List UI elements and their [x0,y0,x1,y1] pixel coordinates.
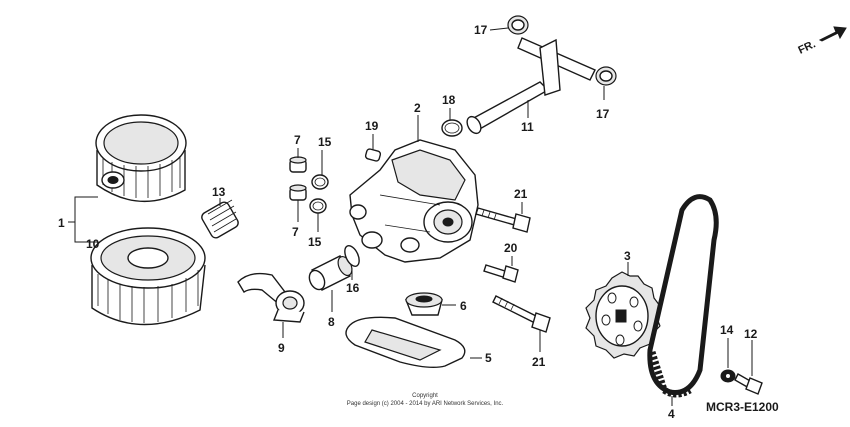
copyright-line-1: Copyright [412,393,438,399]
part-o-ring-15-upper[interactable] [311,174,329,190]
part-oil-pump-2[interactable] [349,139,479,263]
callout-19: 19 [365,119,379,133]
part-sprocket-3[interactable] [585,271,661,359]
part-o-ring-17-lower[interactable] [595,66,617,86]
front-arrow-icon [818,26,847,42]
diagram-code: MCR3-E1200 [706,400,779,414]
callout-12: 12 [744,327,758,341]
part-bolt-21-upper[interactable] [475,207,531,233]
callout-2: 2 [414,101,421,115]
part-o-ring-15-lower[interactable] [309,198,327,214]
part-oil-pipe-11[interactable] [464,37,596,136]
callout-11: 11 [521,120,534,134]
callout-17-lower: 17 [596,107,610,121]
callout-1: 1 [58,216,65,230]
callout-20: 20 [504,241,518,255]
part-o-ring-18[interactable] [441,119,463,137]
callout-17-upper: 17 [474,23,488,37]
callout-9: 9 [278,341,285,355]
part-collar-7-lower[interactable] [289,184,307,201]
part-bolt-21-lower[interactable] [492,295,551,333]
callout-6: 6 [460,299,467,313]
callout-13: 13 [212,185,226,199]
part-oil-strainer-9[interactable] [237,272,305,323]
copyright-line-2: Page design (c) 2004 - 2014 by ARI Netwo… [347,401,504,407]
callout-21-upper: 21 [514,187,528,201]
callout-15-upper: 15 [318,135,332,149]
part-joint-13[interactable] [200,199,240,240]
part-oil-filter-10[interactable] [90,227,206,326]
callout-4: 4 [668,407,675,421]
part-seal-rubber-6[interactable] [404,292,443,316]
callout-21-lower: 21 [532,355,546,369]
part-dowel-pin-19[interactable] [364,148,382,162]
callout-16: 16 [346,281,360,295]
front-direction-indicator: FR. [796,26,847,57]
callout-18: 18 [442,93,456,107]
callout-14: 14 [720,323,734,337]
part-washer-14[interactable] [720,369,736,383]
part-o-ring-16[interactable] [342,243,362,268]
part-oil-filter-1[interactable] [95,114,187,202]
callout-15-lower: 15 [308,235,322,249]
callout-10: 10 [86,237,100,251]
part-collar-8[interactable] [306,254,354,292]
svg-text:FR.: FR. [796,38,817,56]
part-o-ring-17-upper[interactable] [507,15,529,35]
part-plate-5[interactable] [345,316,466,369]
callout-5: 5 [485,351,492,365]
callout-7-upper: 7 [294,133,301,147]
part-collar-7-upper[interactable] [289,156,307,173]
part-bolt-20[interactable] [483,264,519,283]
callout-7-lower: 7 [292,225,299,239]
part-drive-chain-4[interactable] [647,194,719,398]
callout-3: 3 [624,249,631,263]
part-bolt-12[interactable] [734,373,763,395]
callout-8: 8 [328,315,335,329]
